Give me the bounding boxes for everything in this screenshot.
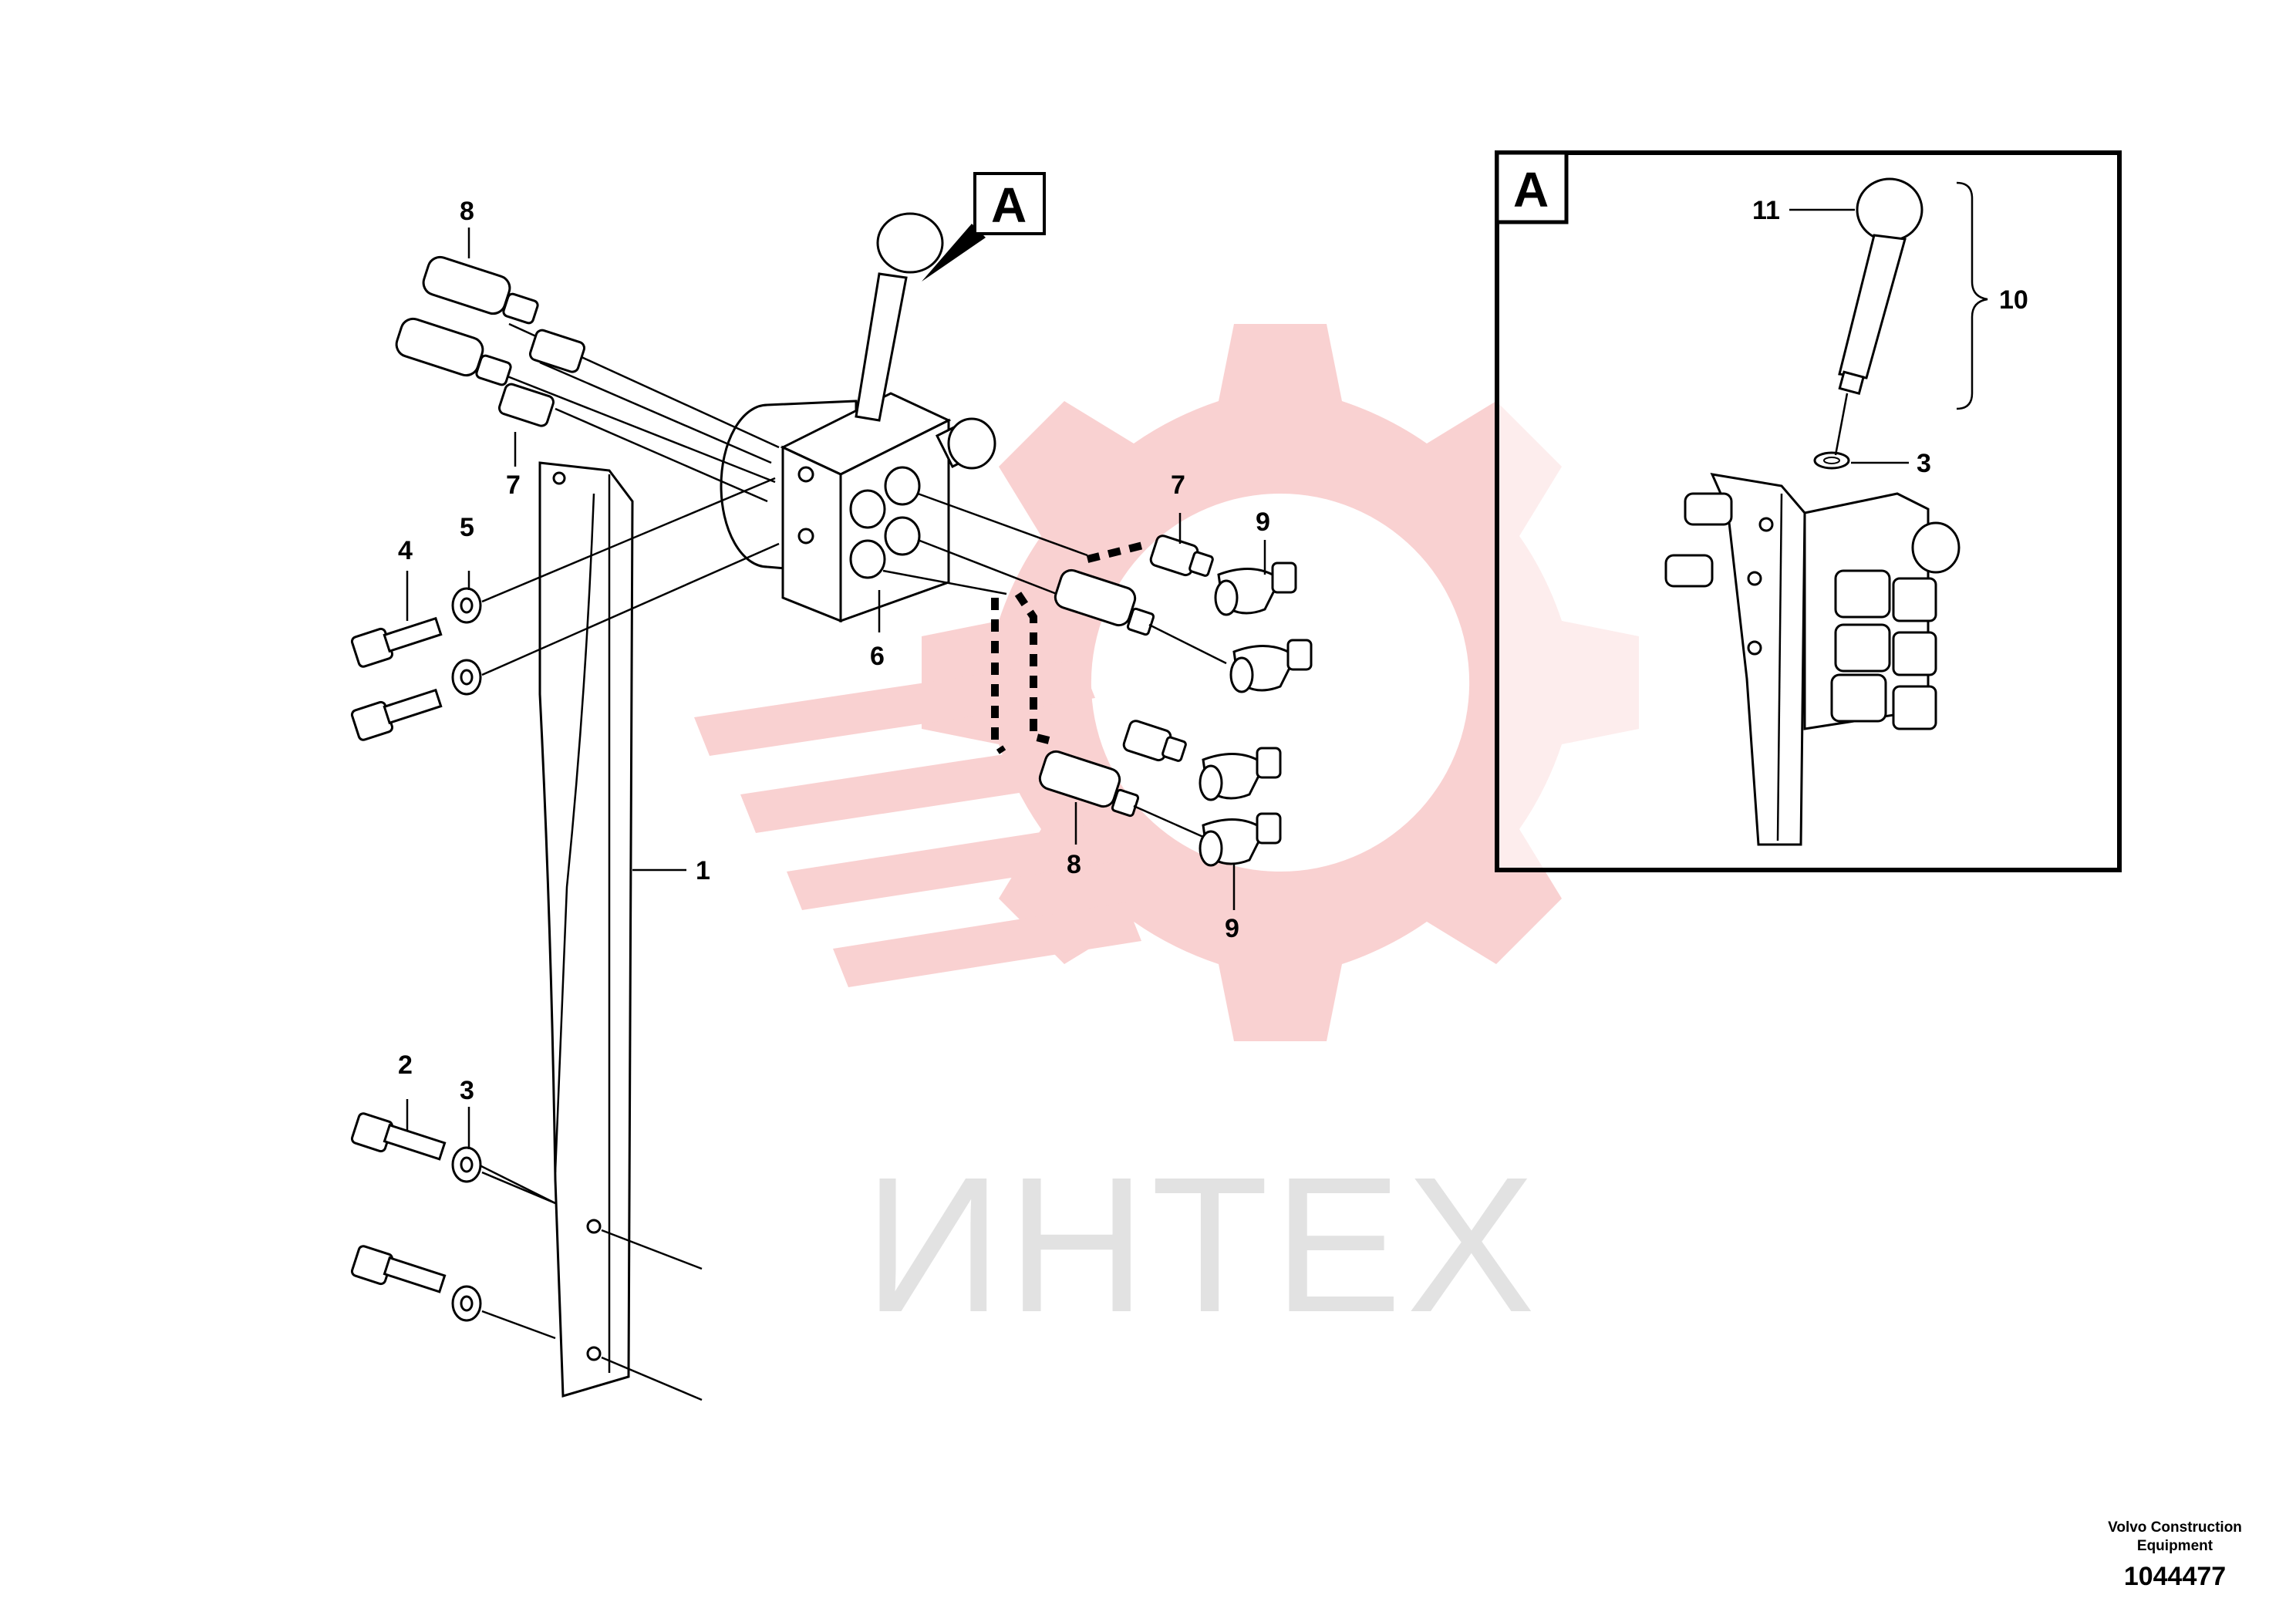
watermark-text: ИНТЕХ	[864, 1137, 1539, 1352]
elbow-fittings-part-9	[1199, 561, 1313, 867]
callout-9-top: 9	[1256, 508, 1270, 537]
callout-2: 2	[398, 1050, 413, 1080]
footer-company-line2: Equipment	[2137, 1538, 2213, 1554]
callout-9-bottom: 9	[1225, 914, 1239, 943]
detail-label-box	[1495, 150, 1569, 224]
callout-4: 4	[398, 536, 413, 565]
leader-lines	[406, 228, 1266, 1149]
detail-a-inset: A	[1495, 150, 2122, 872]
callout-6: 6	[870, 642, 885, 671]
watermark-gear-logo	[694, 324, 1639, 1041]
bolts-lower	[350, 1112, 556, 1340]
callout-3-lower: 3	[460, 1076, 474, 1105]
fittings-top-left	[395, 255, 780, 503]
valve-block-part-6	[720, 392, 996, 623]
detail-label: A	[1513, 162, 1549, 218]
detail-reference-label: A	[991, 177, 1027, 233]
callout-7-right: 7	[1171, 470, 1185, 500]
bracket-part-1	[462, 461, 703, 1401]
fittings-right	[1038, 534, 1227, 838]
footer-drawing-number: 1044477	[2124, 1562, 2226, 1591]
callout-8-bottom: 8	[1067, 850, 1081, 879]
hose-lines	[882, 492, 1151, 754]
valve-ports	[849, 466, 921, 579]
callout-8-top: 8	[460, 197, 474, 226]
control-lever	[855, 212, 944, 422]
callout-1: 1	[696, 856, 710, 885]
callout-3-detail: 3	[1917, 449, 1931, 478]
callout-7-top: 7	[506, 470, 521, 500]
callout-5: 5	[460, 513, 474, 542]
footer-company-line1: Volvo Construction	[2108, 1519, 2242, 1536]
callout-11: 11	[1752, 196, 1780, 225]
detail-reference-box	[973, 172, 1046, 235]
callout-10: 10	[1999, 285, 2028, 315]
bolts-upper	[350, 477, 780, 741]
